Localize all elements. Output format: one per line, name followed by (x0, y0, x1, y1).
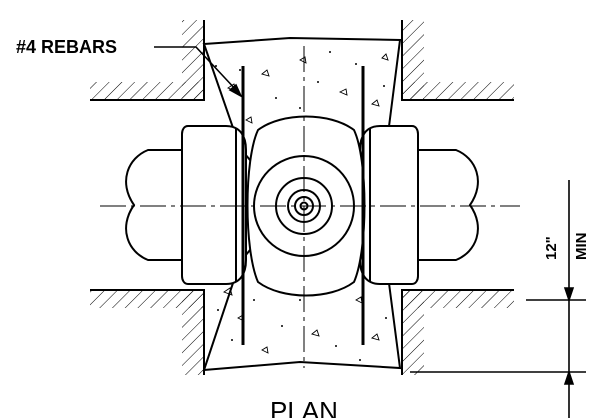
center-lines (100, 46, 520, 368)
soil-hatching (90, 20, 514, 375)
dimension-line (410, 180, 586, 418)
rebar-label: #4 REBARS (16, 37, 117, 57)
right-pipe (417, 149, 479, 261)
rebar-leader (154, 46, 243, 98)
excavation-edges (90, 20, 514, 375)
right-flange (359, 125, 419, 285)
left-pipe (125, 149, 191, 261)
dimension-qualifier: MIN (573, 233, 590, 261)
left-flange (181, 125, 247, 285)
view-title: PLAN (270, 396, 338, 418)
dimension-value: 12" (543, 236, 560, 260)
